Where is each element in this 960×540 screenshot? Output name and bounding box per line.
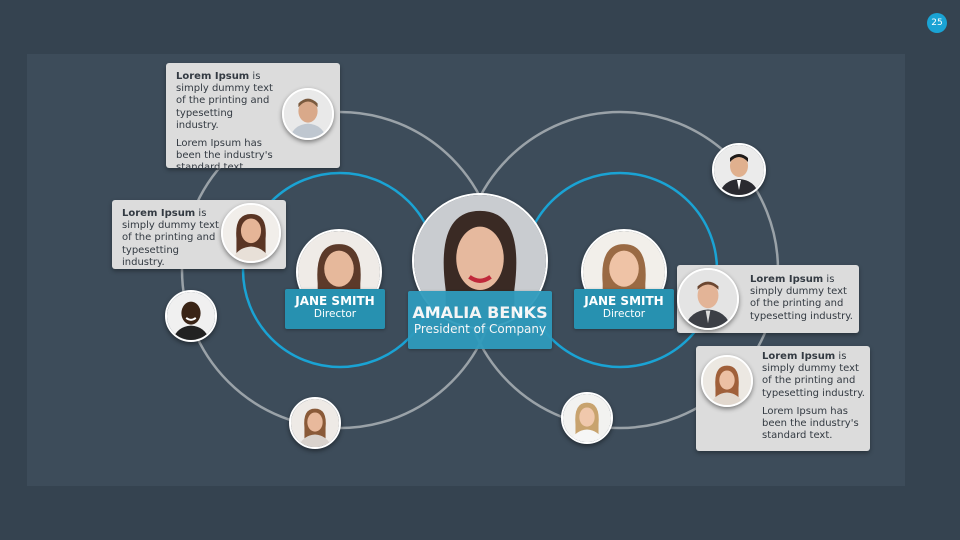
callout-4-text: is simply dummy text of the printing and… bbox=[762, 351, 865, 399]
callout-4-text-2: Lorem Ipsum has been the industry's stan… bbox=[762, 405, 859, 442]
president-tag: AMALIA BENKS President of Company bbox=[408, 291, 552, 349]
avatar-woman-bottom-left[interactable] bbox=[289, 397, 341, 449]
callout-4-bold: Lorem Ipsum bbox=[762, 351, 836, 362]
page-number: 25 bbox=[927, 13, 947, 33]
avatar-man-suit-top-right[interactable] bbox=[712, 143, 766, 197]
callout-2-text: is simply dummy text of the printing and… bbox=[122, 208, 219, 268]
callout-1-text: is simply dummy text of the printing and… bbox=[176, 71, 273, 131]
avatar-woman-callout-left[interactable] bbox=[221, 203, 281, 263]
president-name: AMALIA BENKS bbox=[412, 303, 548, 322]
avatar-woman-bottom-right[interactable] bbox=[561, 392, 613, 444]
callout-2-bold: Lorem Ipsum bbox=[122, 208, 196, 219]
avatar-man-top-left[interactable] bbox=[282, 88, 334, 140]
president-role: President of Company bbox=[413, 322, 547, 336]
right-director-role: Director bbox=[602, 308, 646, 320]
callout-1-text-2: Lorem Ipsum has been the industry's stan… bbox=[176, 138, 273, 174]
callout-1-bold: Lorem Ipsum bbox=[176, 71, 250, 82]
avatar-man-smiling-left[interactable] bbox=[165, 290, 217, 342]
left-director-name: JANE SMITH bbox=[295, 294, 375, 308]
callout-top-left: Lorem Ipsum is simply dummy text of the … bbox=[166, 63, 340, 173]
callout-3-bold: Lorem Ipsum bbox=[750, 274, 824, 285]
avatar-woman-glasses-right[interactable] bbox=[701, 355, 753, 407]
right-director-name: JANE SMITH bbox=[584, 294, 664, 308]
left-director-tag: JANE SMITH Director bbox=[285, 289, 385, 329]
left-director-role: Director bbox=[313, 308, 357, 320]
callout-3-text: is simply dummy text of the printing and… bbox=[750, 274, 853, 322]
right-director-tag: JANE SMITH Director bbox=[574, 289, 674, 329]
avatar-man-callout-right[interactable] bbox=[677, 268, 739, 330]
